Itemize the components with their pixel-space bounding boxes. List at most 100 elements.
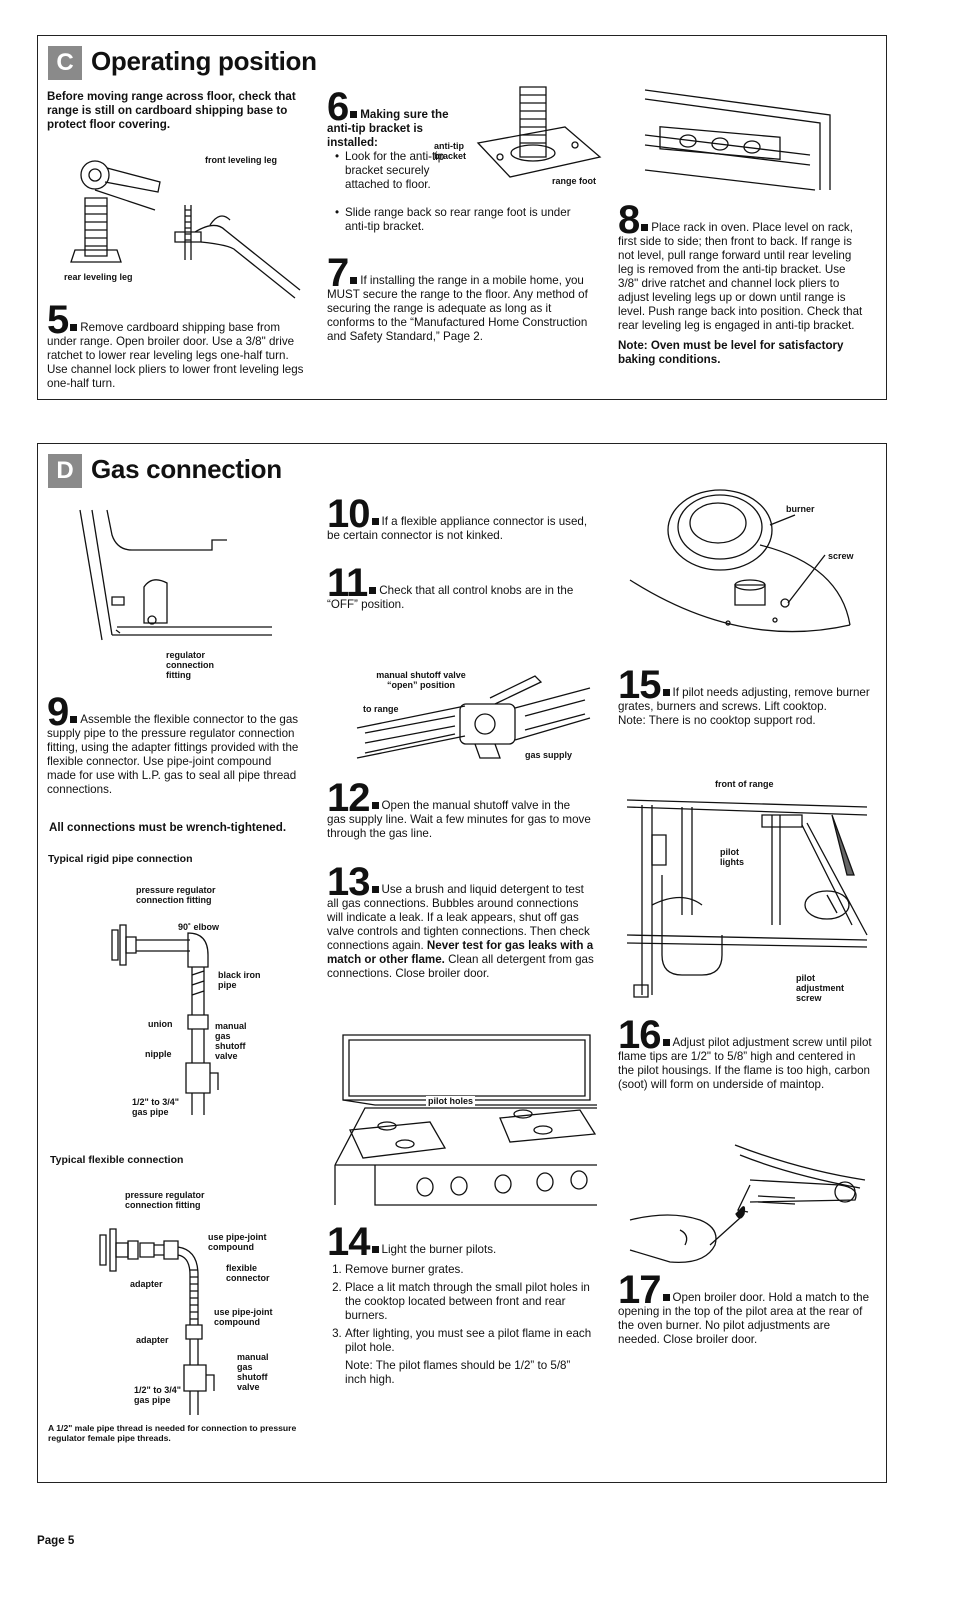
step-10-number: 10	[327, 492, 370, 536]
step-5-text: Remove cardboard shipping base from unde…	[47, 321, 304, 390]
anti-tip-bracket-label: anti-tip bracket	[434, 141, 467, 161]
rear-leveling-leg-label: rear leveling leg	[64, 272, 133, 282]
rigid-pressure-reg-label: pressure regulator connection fitting	[136, 885, 216, 905]
broiler-pilot-illustration	[620, 1140, 870, 1275]
square-bullet-icon	[350, 111, 358, 118]
to-range-label: to range	[363, 704, 399, 714]
rigid-gas-pipe-label: 1/2" to 3/4" gas pipe	[132, 1097, 180, 1117]
shutoff-valve-illustration	[355, 668, 595, 773]
flexible-adapter-1-label: adapter	[130, 1279, 163, 1289]
rigid-black-iron-label: black iron pipe	[218, 970, 261, 990]
step-6-bullet-2: Slide range back so rear range foot is u…	[335, 206, 596, 234]
square-bullet-icon	[70, 716, 78, 723]
section-d-title: Gas connection	[91, 454, 282, 484]
screw-label: screw	[828, 551, 854, 561]
step-7-text: If installing the range in a mobile home…	[327, 274, 588, 343]
male-thread-note: A 1/2" male pipe thread is needed for co…	[48, 1423, 297, 1443]
square-bullet-icon	[371, 1246, 379, 1253]
step-6-bullets: Look for the anti-tip bracket securely a…	[331, 150, 459, 192]
square-bullet-icon	[641, 224, 649, 231]
flexible-compound-2-label: use pipe-joint compound	[214, 1307, 273, 1327]
page-number: Page 5	[37, 1534, 75, 1547]
rigid-valve-label: manual gas shutoff valve	[215, 1021, 247, 1061]
flexible-connector-label: flexible connector	[226, 1263, 270, 1283]
pilot-adjustment-screw-label: pilot adjustment screw	[796, 973, 856, 1003]
flexible-compound-1-label: use pipe-joint compound	[208, 1232, 267, 1252]
rigid-title: Typical rigid pipe connection	[48, 853, 193, 865]
step-13-text: Use a brush and liquid detergent to test…	[327, 883, 590, 952]
step-14-item-1: Remove burner grates.	[345, 1263, 597, 1277]
step-17-text: Open broiler door. Hold a match to the o…	[618, 1291, 870, 1346]
step-12-number: 12	[327, 776, 370, 820]
step-10-text: If a flexible appliance connector is use…	[327, 515, 588, 542]
step-15-note: Note: There is no cooktop support rod.	[618, 714, 816, 727]
step-13-number: 13	[327, 860, 370, 904]
front-of-range-label: front of range	[715, 779, 774, 789]
step-6-number: 6	[327, 85, 349, 129]
section-d-frame	[37, 443, 887, 1483]
step-14-item-3: After lighting, you must see a pilot fla…	[345, 1327, 597, 1355]
flexible-valve-label: manual gas shutoff valve	[237, 1352, 269, 1392]
square-bullet-icon	[662, 1294, 670, 1301]
step-5-number: 5	[47, 298, 69, 342]
square-bullet-icon	[371, 518, 379, 525]
square-bullet-icon	[662, 1039, 670, 1046]
step-9-number: 9	[47, 690, 69, 734]
step-14-number: 14	[327, 1220, 370, 1264]
square-bullet-icon	[369, 587, 377, 594]
step-17-number: 17	[618, 1268, 661, 1312]
step-11-text: Check that all control knobs are in the …	[327, 584, 574, 611]
step-6-bullet-1: Look for the anti-tip bracket securely a…	[335, 150, 459, 192]
rigid-union-label: union	[148, 1019, 173, 1029]
gas-supply-label: gas supply	[525, 750, 573, 760]
step-8-text: Place rack in oven. Place level on rack,…	[618, 221, 863, 332]
square-bullet-icon	[350, 277, 358, 284]
oven-level-illustration	[640, 85, 840, 195]
pilot-lights-label: pilot lights	[720, 847, 760, 867]
section-d-letter: D	[48, 454, 82, 488]
burner-illustration	[620, 485, 860, 655]
step-14-list: Remove burner grates. Place a lit match …	[327, 1263, 597, 1355]
step-8-number: 8	[618, 198, 640, 242]
rigid-elbow-label: 90˚ elbow	[178, 922, 220, 932]
flexible-pressure-reg-label: pressure regulator connection fitting	[125, 1190, 205, 1210]
step-13-warning: Never test for gas leaks with a match or…	[327, 939, 594, 966]
step-8-note: Note: Oven must be level for satisfactor…	[618, 339, 844, 366]
anti-tip-bracket-illustration	[470, 85, 610, 185]
range-foot-label: range foot	[552, 176, 596, 186]
step-16-number: 16	[618, 1013, 661, 1057]
flexible-title: Typical flexible connection	[50, 1154, 184, 1166]
section-c-intro: Before moving range across floor, check …	[47, 90, 296, 131]
step-14-note: Note: The pilot flames should be 1/2” to…	[345, 1359, 571, 1386]
square-bullet-icon	[70, 324, 78, 331]
rigid-pipe-diagram	[110, 905, 230, 1115]
valve-open-label: manual shutoff valve “open” position	[376, 670, 466, 690]
burner-label: burner	[786, 504, 815, 514]
section-c-frame	[37, 35, 887, 400]
square-bullet-icon	[662, 689, 670, 696]
step-14-item-2: Place a lit match through the small pilo…	[345, 1281, 597, 1323]
square-bullet-icon	[371, 802, 379, 809]
step-15-text: If pilot needs adjusting, remove burner …	[618, 686, 870, 713]
step-13-text-2: Clean all detergent from gas connections…	[327, 953, 594, 980]
pilot-holes-label: pilot holes	[426, 1096, 475, 1106]
flexible-gas-pipe-label: 1/2" to 3/4" gas pipe	[134, 1385, 182, 1405]
leveling-legs-illustration	[55, 150, 315, 300]
step-9-text: Assemble the flexible connector to the g…	[47, 713, 299, 796]
step-16-text: Adjust pilot adjustment screw until pilo…	[618, 1036, 872, 1091]
step-6-bullets-2: Slide range back so rear range foot is u…	[331, 206, 596, 234]
pilot-lights-illustration	[622, 795, 872, 1005]
step-12-text: Open the manual shutoff valve in the gas…	[327, 799, 591, 840]
rigid-nipple-label: nipple	[145, 1049, 172, 1059]
square-bullet-icon	[371, 886, 379, 893]
